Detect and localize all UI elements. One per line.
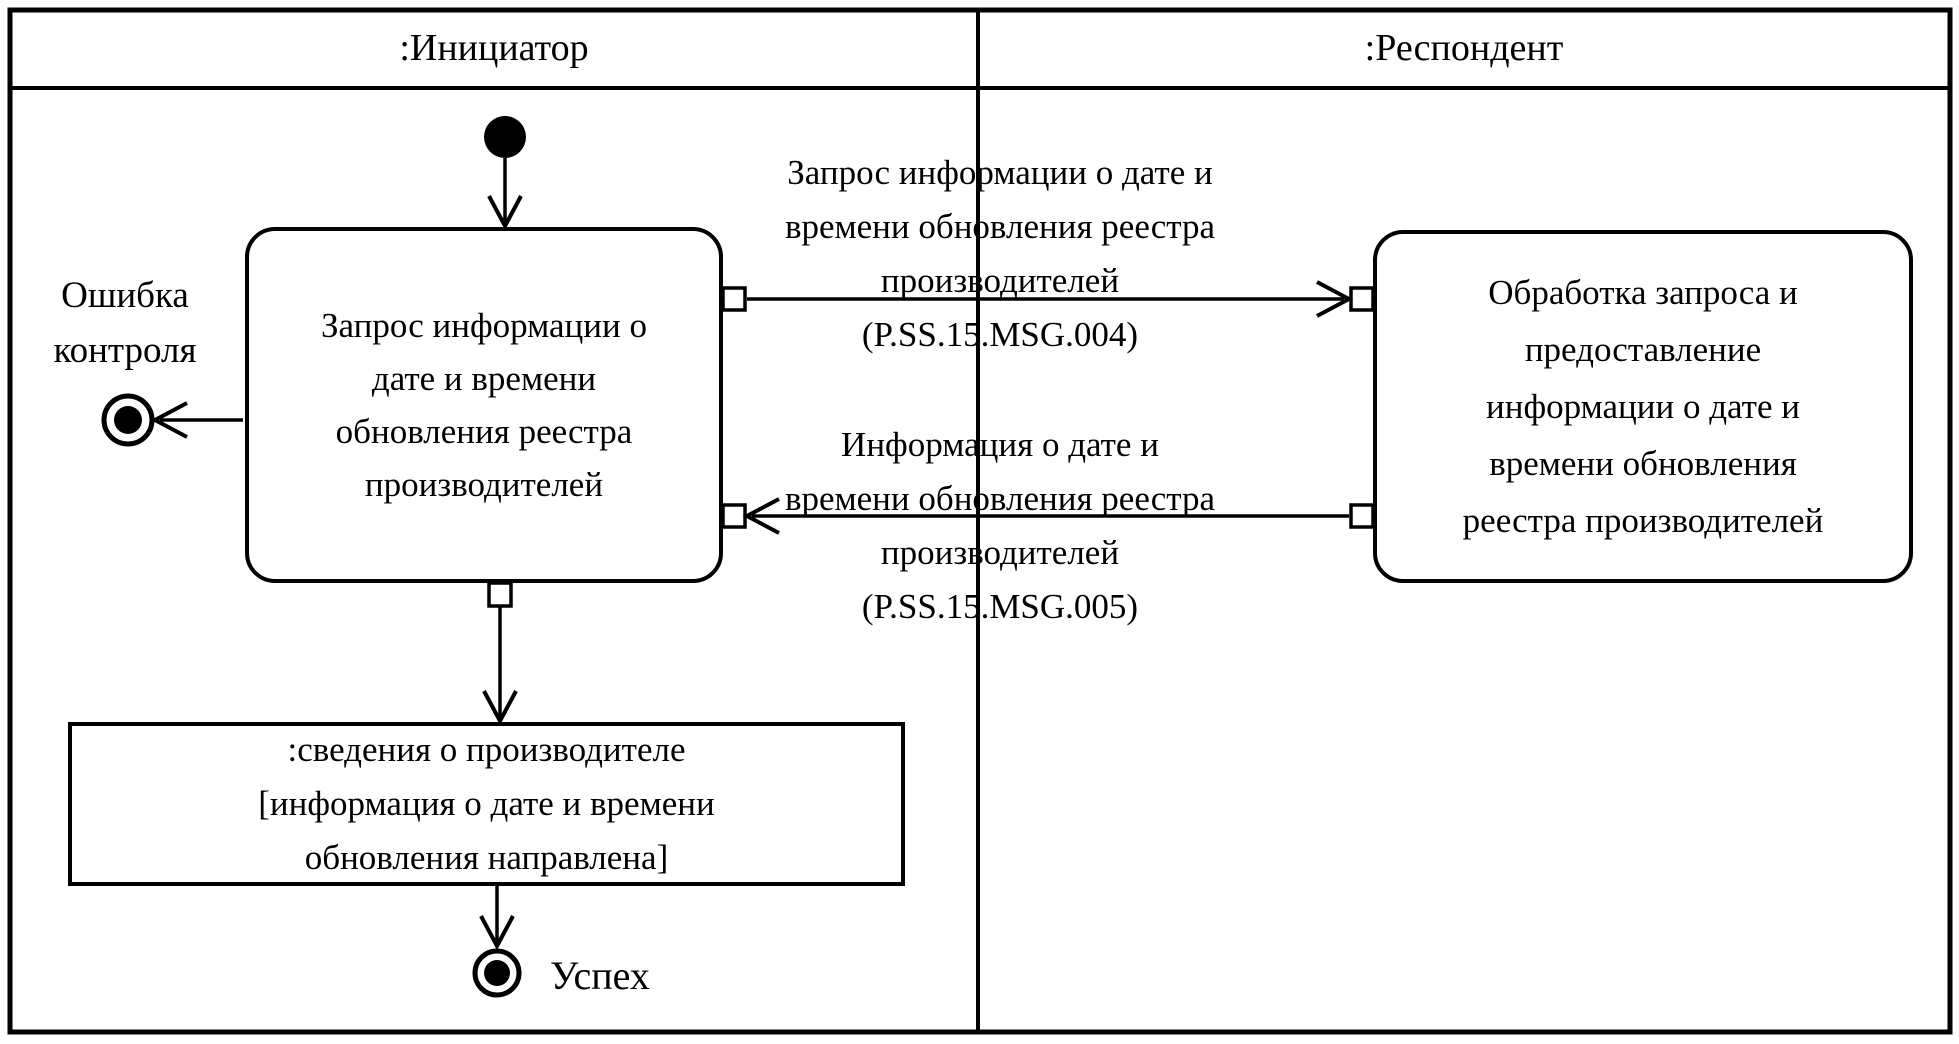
message-response-id: (P.SS.15.MSG.005) bbox=[861, 587, 1139, 626]
message-request-id: (P.SS.15.MSG.004) bbox=[861, 315, 1139, 354]
message-label-request: Запрос информации о дате и времени обнов… bbox=[740, 146, 1260, 362]
action-respondent-line: времени обновления bbox=[1489, 444, 1797, 483]
pin-request-out bbox=[721, 286, 747, 312]
final-node-error-ring-icon bbox=[101, 393, 155, 447]
lane-header-respondent: :Респондент bbox=[978, 8, 1950, 88]
arrowhead-object-to-success bbox=[479, 915, 515, 951]
message-response-line: времени обновления реестра bbox=[784, 479, 1216, 518]
final-node-success-icon bbox=[484, 960, 510, 986]
final-node-success-ring-icon bbox=[472, 948, 522, 998]
pin-request-in bbox=[1349, 286, 1375, 312]
pin-response-out bbox=[1349, 503, 1375, 529]
final-node-error-icon bbox=[114, 406, 142, 434]
message-request-line: времени обновления реестра bbox=[784, 207, 1216, 246]
action-initiator-line: дате и времени bbox=[371, 359, 597, 398]
label-success-terminal: Успех bbox=[550, 952, 650, 999]
arrowhead-error bbox=[150, 401, 188, 439]
label-error-line: Ошибка bbox=[61, 275, 189, 316]
arrowhead-action-to-object bbox=[482, 690, 518, 726]
action-initiator-line: обновления реестра bbox=[335, 412, 633, 451]
message-response-line: Информация о дате и bbox=[841, 425, 1159, 464]
action-respondent-line: информации о дате и bbox=[1486, 387, 1800, 426]
arrowhead-response-message bbox=[742, 497, 780, 535]
action-respondent-line: Обработка запроса и bbox=[1488, 273, 1798, 312]
initial-node-icon bbox=[484, 116, 526, 158]
message-response-line: производителей bbox=[880, 533, 1120, 572]
object-node-line: [информация о дате и времени bbox=[258, 784, 715, 823]
message-request-line: производителей bbox=[880, 261, 1120, 300]
label-error-line: контроля bbox=[53, 330, 197, 371]
pin-object-out bbox=[487, 581, 513, 608]
action-respondent-line: предоставление bbox=[1524, 330, 1762, 369]
lane-title-initiator: :Инициатор bbox=[399, 27, 589, 69]
lane-header-initiator: :Инициатор bbox=[10, 8, 978, 88]
object-node-line: обновления направлена] bbox=[304, 838, 669, 877]
label-error-terminal: Ошибка контроля bbox=[25, 268, 225, 378]
message-label-response: Информация о дате и времени обновления р… bbox=[740, 418, 1260, 634]
action-node-initiator-request: Запрос информации о дате и времени обнов… bbox=[245, 227, 723, 583]
lane-title-respondent: :Респондент bbox=[1364, 27, 1564, 69]
object-node-manufacturer-info: :сведения о производителе [информация о … bbox=[68, 722, 905, 886]
label-success-text: Успех bbox=[550, 953, 650, 998]
action-initiator-line: производителей bbox=[364, 465, 604, 504]
action-initiator-line: Запрос информации о bbox=[321, 306, 647, 345]
action-respondent-line: реестра производителей bbox=[1462, 501, 1824, 540]
message-request-line: Запрос информации о дате и bbox=[787, 153, 1213, 192]
arrowhead-start-to-action bbox=[487, 195, 523, 231]
action-node-respondent-processing: Обработка запроса и предоставление инфор… bbox=[1373, 230, 1913, 583]
object-node-line: :сведения о производителе bbox=[287, 730, 686, 769]
arrowhead-request-message bbox=[1316, 280, 1354, 318]
